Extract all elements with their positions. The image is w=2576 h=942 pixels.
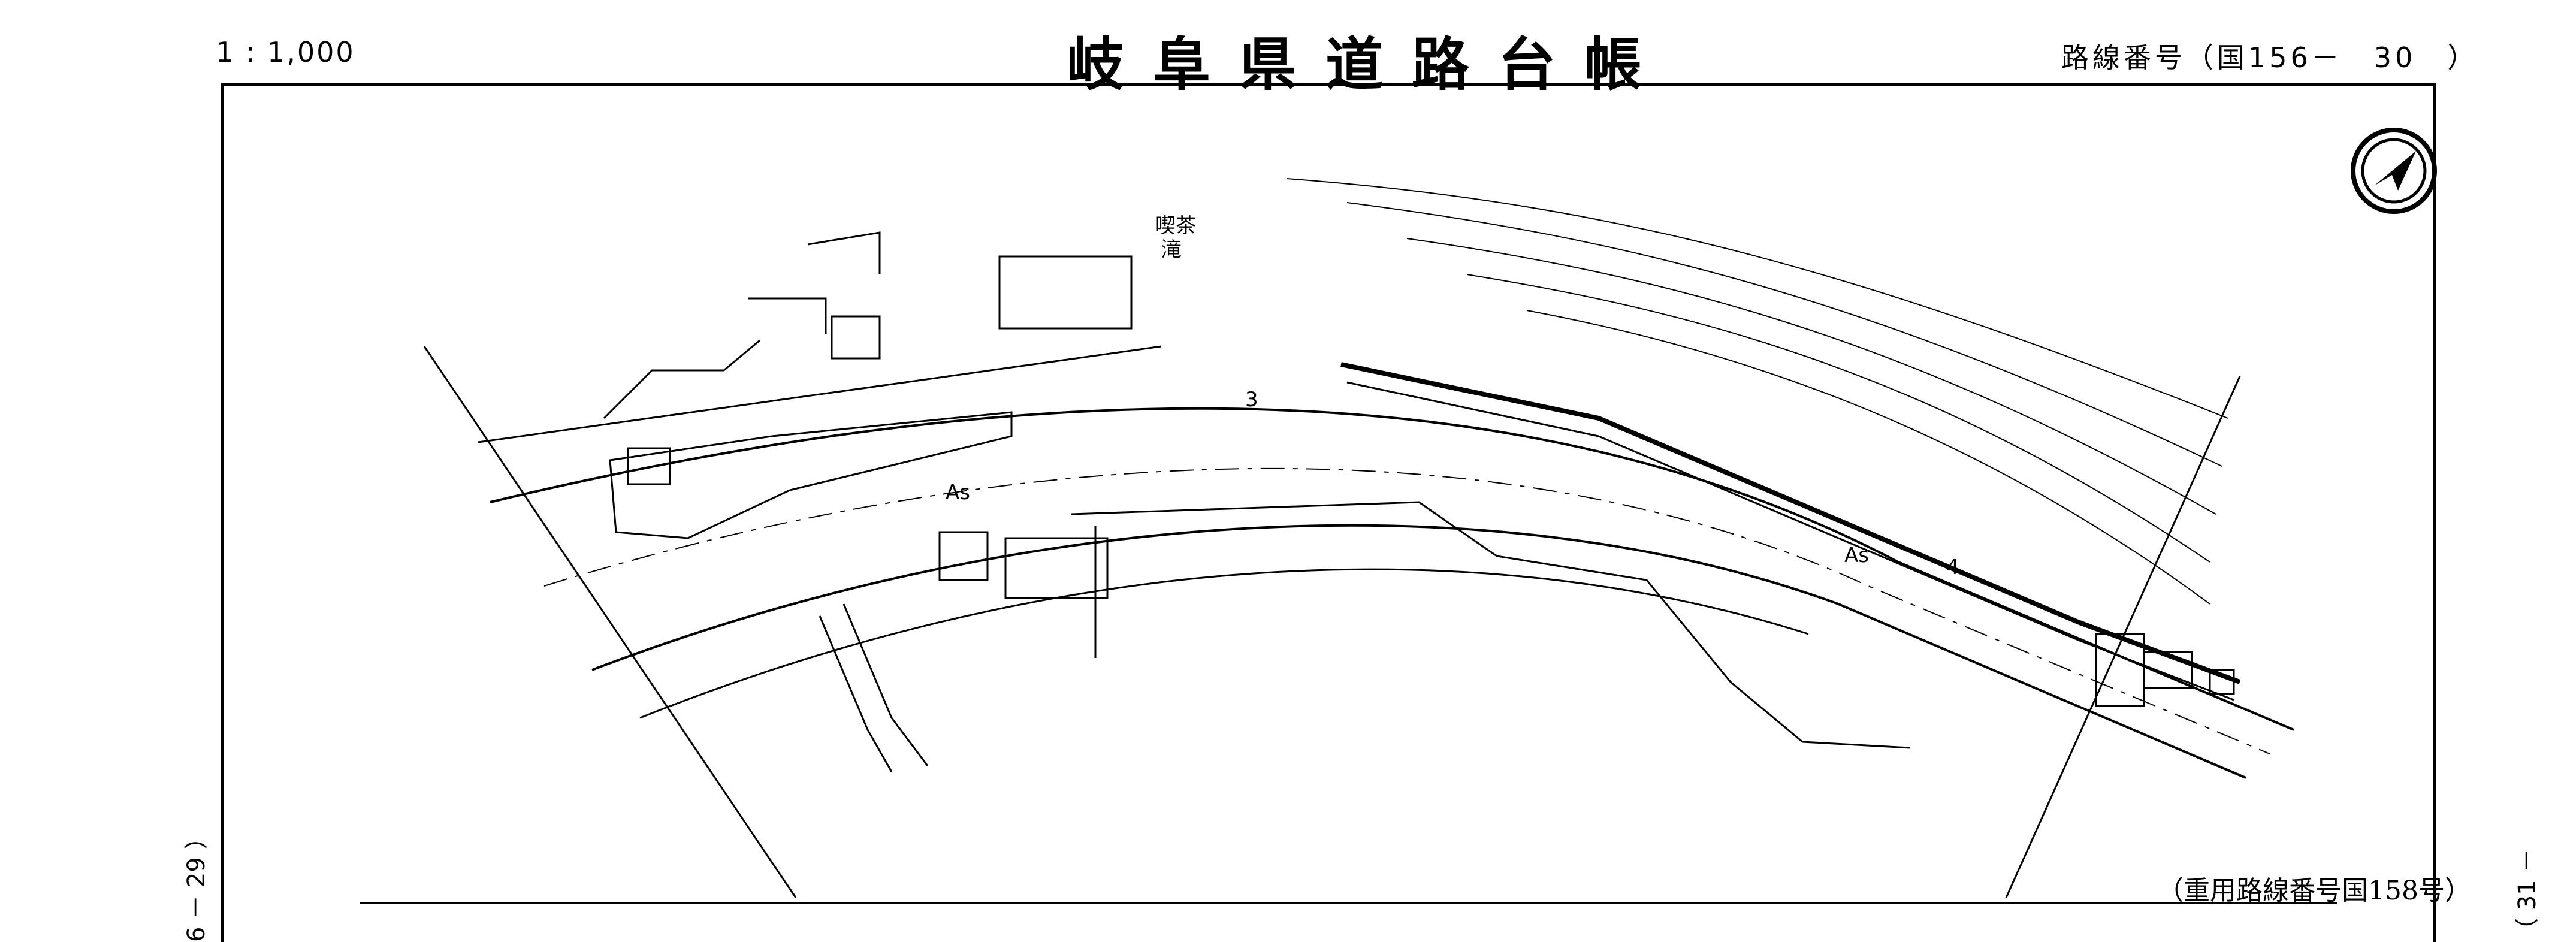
survey-boundary-top-left — [478, 345, 1162, 443]
adjacent-sheet-right: （ 31 － — [2514, 848, 2541, 942]
road-edge-outer-south — [639, 568, 1809, 719]
footnote: （重用路線番号国158号） — [2157, 875, 2471, 906]
north-arrow-icon — [2351, 128, 2437, 214]
survey-boundary-left — [423, 346, 797, 898]
building-5 — [2209, 669, 2235, 695]
building-2 — [1004, 537, 1109, 599]
road-surface-label: As — [946, 481, 970, 505]
building-4 — [2143, 651, 2193, 689]
building-shop — [998, 255, 1133, 330]
building-7 — [627, 447, 671, 485]
adjacent-sheet-left: 6 － 29 ） — [183, 825, 210, 942]
median-island — [609, 411, 1013, 539]
map-frame — [221, 83, 2436, 942]
station-label-3: 3 — [1245, 388, 1258, 412]
page-title: 岐阜県道路台帳 — [1067, 31, 1671, 98]
building-1 — [938, 531, 989, 581]
road-edge-north — [490, 407, 2294, 731]
shop-label-2: 滝 — [1161, 238, 1182, 262]
shop-label: 喫茶 — [1155, 214, 1196, 238]
footnote-rule — [360, 902, 2337, 904]
station-label-4: 4 — [1946, 555, 1959, 579]
drainage-channel — [1071, 501, 1911, 749]
road-edge-south — [591, 524, 2246, 779]
river-bank-inner — [1346, 381, 2234, 701]
building-6 — [831, 315, 881, 360]
map-scale: 1 : 1,000 — [216, 36, 355, 68]
road-map-drawing: As As 喫茶 滝 3 4 — [423, 178, 2294, 898]
road-surface-label-right: As — [1844, 544, 1869, 567]
road-centerline — [543, 467, 2270, 754]
route-number: 路線番号（国156－ 30 ） — [2061, 41, 2479, 74]
